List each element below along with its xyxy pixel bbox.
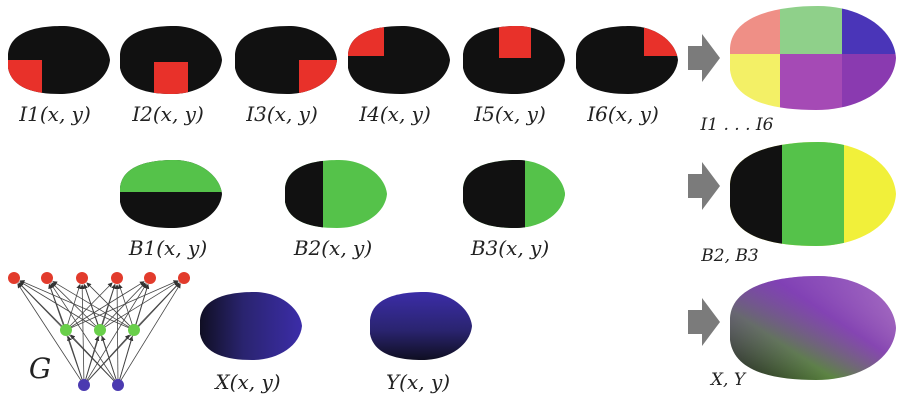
network-edge xyxy=(19,280,135,331)
label-x: X(x, y) xyxy=(215,370,281,394)
label-i3: I3(x, y) xyxy=(246,102,318,126)
label-i5: I5(x, y) xyxy=(474,102,546,126)
network-edge xyxy=(65,280,179,331)
map-i3 xyxy=(235,26,337,94)
input-node xyxy=(78,379,90,391)
input-node xyxy=(112,379,124,391)
network-edge xyxy=(79,284,85,386)
map-i5 xyxy=(463,26,565,94)
output-node xyxy=(144,272,156,284)
map-x xyxy=(200,292,302,360)
network-edge xyxy=(83,283,101,331)
map-b3 xyxy=(463,160,565,228)
map-i-combined xyxy=(730,6,896,110)
network-edge xyxy=(133,282,180,331)
arrow-icon xyxy=(688,162,720,210)
map-xy-combined xyxy=(730,276,896,380)
map-i1 xyxy=(8,26,110,94)
label-xy-combined: X, Y xyxy=(710,370,746,390)
arrow-icon xyxy=(688,298,720,346)
label-i6: I6(x, y) xyxy=(587,102,659,126)
network-edge xyxy=(50,283,119,386)
hidden-node xyxy=(94,324,106,336)
network-edge xyxy=(86,282,135,331)
hidden-node xyxy=(60,324,72,336)
label-i2: I2(x, y) xyxy=(132,102,204,126)
network-edge xyxy=(133,283,150,331)
output-node xyxy=(8,272,20,284)
network-edge xyxy=(99,281,179,331)
map-b2 xyxy=(285,160,387,228)
label-network-g: G xyxy=(28,352,52,385)
output-node xyxy=(111,272,123,284)
network-edge xyxy=(65,282,113,331)
output-node xyxy=(178,272,190,284)
label-b-combined: B2, B3 xyxy=(701,246,759,266)
network-edge xyxy=(18,282,67,331)
map-b1 xyxy=(120,160,222,228)
network-edge xyxy=(65,281,145,331)
hidden-node xyxy=(128,324,140,336)
label-i1: I1(x, y) xyxy=(19,102,91,126)
network-edge xyxy=(17,283,85,386)
output-node xyxy=(41,272,53,284)
label-b3: B3(x, y) xyxy=(470,236,550,260)
network-edge xyxy=(52,281,135,331)
map-y xyxy=(370,292,472,360)
label-b1: B1(x, y) xyxy=(128,236,208,260)
label-b2: B2(x, y) xyxy=(293,236,373,260)
map-b-combined xyxy=(730,142,896,246)
map-i2 xyxy=(120,26,222,94)
label-i4: I4(x, y) xyxy=(359,102,431,126)
network-edge xyxy=(99,283,116,331)
network-edge xyxy=(114,284,120,386)
network-edge xyxy=(48,283,67,331)
map-i4 xyxy=(348,26,450,94)
network-edge xyxy=(83,283,147,386)
network-edge xyxy=(51,282,101,331)
network-edge xyxy=(65,283,82,331)
arrow-icon xyxy=(688,34,720,82)
network-edge xyxy=(99,282,146,331)
output-node xyxy=(76,272,88,284)
network-edge xyxy=(117,283,181,386)
network-edge xyxy=(118,283,135,331)
label-y: Y(x, y) xyxy=(385,370,451,394)
map-i6 xyxy=(576,26,678,94)
network-diagram xyxy=(8,272,190,391)
label-i-combined: I1 . . . I6 xyxy=(700,115,774,135)
network-edge xyxy=(19,281,101,331)
